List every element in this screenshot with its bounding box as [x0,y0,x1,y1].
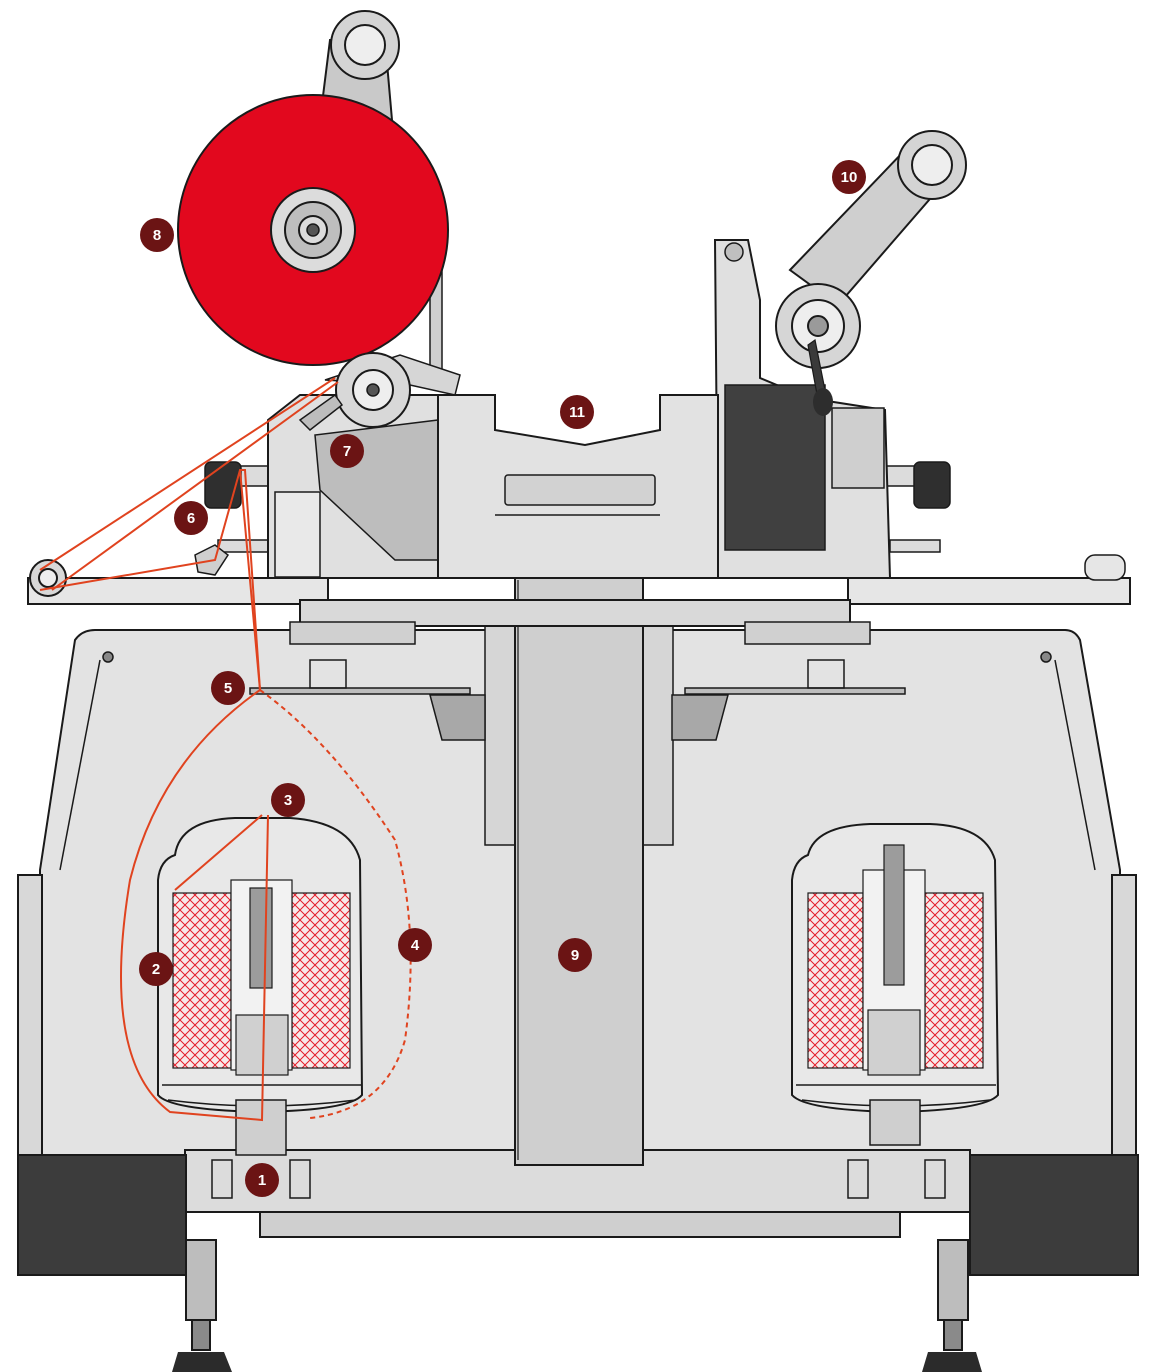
marker-circle [398,928,432,962]
top-beam [27,554,1131,645]
left-bobbin-canister [157,817,364,1156]
marker-circle [330,434,364,468]
marker-label: 6 [187,510,195,527]
marker-circle [211,671,245,705]
markers: 1 2 3 4 5 6 7 8 9 10 11 [139,160,866,1197]
marker-1: 1 [245,1163,279,1197]
left-foot [172,1239,232,1372]
marker-circle [271,783,305,817]
marker-9: 9 [558,938,592,972]
left-head [267,394,439,579]
central-column [484,574,674,1166]
marker-label: 3 [284,792,292,809]
middle-bridge [437,394,719,579]
marker-label: 11 [569,404,585,421]
marker-7: 7 [330,434,364,468]
lever-arm [775,130,967,416]
marker-circle [560,395,594,429]
marker-circle [558,938,592,972]
marker-circle [140,218,174,252]
tension-roller [298,352,461,431]
thread-path [39,377,412,1122]
marker-2: 2 [139,952,173,986]
guide-plates [249,659,906,741]
marker-6: 6 [174,501,208,535]
marker-label: 1 [258,1172,266,1189]
marker-label: 10 [841,169,858,186]
marker-circle [245,1163,279,1197]
right-bumper [969,1154,1139,1276]
marker-11: 11 [560,395,594,429]
marker-label: 5 [224,680,232,697]
marker-circle [139,952,173,986]
marker-label: 7 [343,443,351,460]
side-handles [204,461,951,553]
right-bobbin-canister [791,823,1000,1146]
marker-4: 4 [398,928,432,962]
marker-10: 10 [832,160,866,194]
marker-label: 8 [153,227,161,244]
marker-8: 8 [140,218,174,252]
right-foot [922,1239,982,1372]
marker-circle [832,160,866,194]
marker-label: 2 [152,961,160,978]
marker-3: 3 [271,783,305,817]
marker-label: 9 [571,947,579,964]
material-reel [177,94,449,381]
marker-5: 5 [211,671,245,705]
marker-circle [174,501,208,535]
left-bumper [17,1154,187,1276]
right-head [713,239,892,579]
marker-label: 4 [411,937,420,954]
